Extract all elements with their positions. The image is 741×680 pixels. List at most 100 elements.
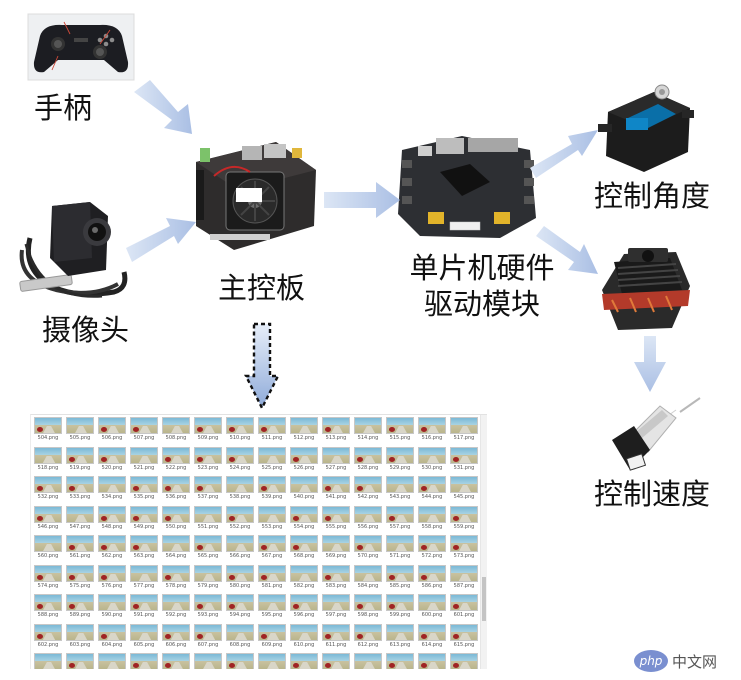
thumbnail-item[interactable]: 547.png bbox=[65, 505, 95, 533]
thumbnail-item[interactable]: 615.png bbox=[449, 623, 479, 651]
thumbnail-item[interactable]: 568.png bbox=[289, 535, 319, 562]
thumbnail-item[interactable]: 513.png bbox=[321, 417, 351, 444]
thumbnail-item[interactable]: 516.png bbox=[417, 417, 447, 444]
thumbnail-item[interactable] bbox=[289, 653, 319, 669]
thumbnail-item[interactable]: 560.png bbox=[33, 535, 63, 562]
thumbnail-item[interactable]: 540.png bbox=[289, 476, 319, 503]
thumbnail-item[interactable]: 572.png bbox=[417, 535, 447, 562]
thumbnail-item[interactable]: 543.png bbox=[385, 476, 415, 503]
thumbnail-item[interactable] bbox=[97, 653, 127, 669]
thumbnail-item[interactable]: 599.png bbox=[385, 594, 415, 621]
thumbnail-item[interactable]: 608.png bbox=[225, 623, 255, 651]
thumbnail-item[interactable]: 583.png bbox=[321, 564, 351, 592]
thumbnail-item[interactable]: 590.png bbox=[97, 594, 127, 621]
thumbnail-item[interactable]: 592.png bbox=[161, 594, 191, 621]
thumbnail-item[interactable]: 569.png bbox=[321, 535, 351, 562]
thumbnail-item[interactable]: 589.png bbox=[65, 594, 95, 621]
thumbnail-item[interactable]: 521.png bbox=[129, 446, 159, 474]
thumbnail-item[interactable]: 537.png bbox=[193, 476, 223, 503]
thumbnail-item[interactable] bbox=[257, 653, 287, 669]
thumbnail-item[interactable]: 581.png bbox=[257, 564, 287, 592]
thumbnail-item[interactable]: 573.png bbox=[449, 535, 479, 562]
thumbnail-item[interactable]: 523.png bbox=[193, 446, 223, 474]
thumbnail-item[interactable]: 580.png bbox=[225, 564, 255, 592]
thumbnail-item[interactable]: 577.png bbox=[129, 564, 159, 592]
thumbnail-item[interactable]: 611.png bbox=[321, 623, 351, 651]
thumbnail-item[interactable]: 527.png bbox=[321, 446, 351, 474]
thumbnail-item[interactable]: 508.png bbox=[161, 417, 191, 444]
thumbnail-item[interactable]: 565.png bbox=[193, 535, 223, 562]
thumbnail-item[interactable]: 550.png bbox=[161, 505, 191, 533]
thumbnail-item[interactable] bbox=[225, 653, 255, 669]
thumbnail-item[interactable]: 576.png bbox=[97, 564, 127, 592]
thumbnail-item[interactable]: 549.png bbox=[129, 505, 159, 533]
thumbnail-item[interactable] bbox=[385, 653, 415, 669]
thumbnail-item[interactable] bbox=[449, 653, 479, 669]
thumbnail-item[interactable]: 535.png bbox=[129, 476, 159, 503]
thumbnail-item[interactable]: 542.png bbox=[353, 476, 383, 503]
thumbnail-item[interactable]: 552.png bbox=[225, 505, 255, 533]
thumbnail-item[interactable]: 584.png bbox=[353, 564, 383, 592]
thumbnail-item[interactable]: 585.png bbox=[385, 564, 415, 592]
thumbnail-item[interactable]: 612.png bbox=[353, 623, 383, 651]
thumbnail-item[interactable]: 575.png bbox=[65, 564, 95, 592]
thumbnail-item[interactable]: 613.png bbox=[385, 623, 415, 651]
thumbnail-item[interactable]: 600.png bbox=[417, 594, 447, 621]
thumbnail-item[interactable]: 558.png bbox=[417, 505, 447, 533]
thumbnail-item[interactable]: 511.png bbox=[257, 417, 287, 444]
thumbnail-item[interactable]: 603.png bbox=[65, 623, 95, 651]
thumbnail-item[interactable]: 595.png bbox=[257, 594, 287, 621]
thumbnail-item[interactable]: 534.png bbox=[97, 476, 127, 503]
thumbnail-item[interactable]: 532.png bbox=[33, 476, 63, 503]
thumbnail-grid-scrollbar[interactable] bbox=[480, 415, 487, 669]
thumbnail-item[interactable]: 564.png bbox=[161, 535, 191, 562]
thumbnail-item[interactable] bbox=[321, 653, 351, 669]
thumbnail-item[interactable] bbox=[193, 653, 223, 669]
thumbnail-item[interactable]: 567.png bbox=[257, 535, 287, 562]
thumbnail-item[interactable]: 596.png bbox=[289, 594, 319, 621]
thumbnail-item[interactable]: 593.png bbox=[193, 594, 223, 621]
thumbnail-item[interactable]: 515.png bbox=[385, 417, 415, 444]
thumbnail-item[interactable]: 524.png bbox=[225, 446, 255, 474]
thumbnail-item[interactable]: 533.png bbox=[65, 476, 95, 503]
thumbnail-item[interactable] bbox=[353, 653, 383, 669]
thumbnail-item[interactable]: 505.png bbox=[65, 417, 95, 444]
thumbnail-item[interactable]: 531.png bbox=[449, 446, 479, 474]
thumbnail-item[interactable]: 588.png bbox=[33, 594, 63, 621]
thumbnail-item[interactable]: 518.png bbox=[33, 446, 63, 474]
thumbnail-item[interactable]: 529.png bbox=[385, 446, 415, 474]
thumbnail-item[interactable]: 528.png bbox=[353, 446, 383, 474]
thumbnail-grid-scroll-thumb[interactable] bbox=[482, 577, 486, 621]
thumbnail-item[interactable]: 546.png bbox=[33, 505, 63, 533]
thumbnail-item[interactable] bbox=[65, 653, 95, 669]
thumbnail-item[interactable]: 578.png bbox=[161, 564, 191, 592]
thumbnail-item[interactable]: 553.png bbox=[257, 505, 287, 533]
thumbnail-item[interactable]: 614.png bbox=[417, 623, 447, 651]
thumbnail-item[interactable]: 574.png bbox=[33, 564, 63, 592]
thumbnail-item[interactable]: 519.png bbox=[65, 446, 95, 474]
thumbnail-item[interactable]: 548.png bbox=[97, 505, 127, 533]
thumbnail-item[interactable]: 586.png bbox=[417, 564, 447, 592]
thumbnail-item[interactable]: 510.png bbox=[225, 417, 255, 444]
thumbnail-item[interactable]: 538.png bbox=[225, 476, 255, 503]
thumbnail-item[interactable]: 512.png bbox=[289, 417, 319, 444]
thumbnail-item[interactable]: 541.png bbox=[321, 476, 351, 503]
thumbnail-item[interactable]: 525.png bbox=[257, 446, 287, 474]
thumbnail-item[interactable] bbox=[417, 653, 447, 669]
thumbnail-item[interactable]: 520.png bbox=[97, 446, 127, 474]
thumbnail-item[interactable]: 582.png bbox=[289, 564, 319, 592]
thumbnail-item[interactable]: 570.png bbox=[353, 535, 383, 562]
thumbnail-item[interactable]: 561.png bbox=[65, 535, 95, 562]
thumbnail-item[interactable]: 597.png bbox=[321, 594, 351, 621]
thumbnail-item[interactable] bbox=[33, 653, 63, 669]
thumbnail-item[interactable]: 545.png bbox=[449, 476, 479, 503]
thumbnail-item[interactable]: 556.png bbox=[353, 505, 383, 533]
thumbnail-item[interactable]: 591.png bbox=[129, 594, 159, 621]
thumbnail-item[interactable] bbox=[161, 653, 191, 669]
thumbnail-item[interactable]: 606.png bbox=[161, 623, 191, 651]
thumbnail-item[interactable]: 587.png bbox=[449, 564, 479, 592]
thumbnail-item[interactable]: 604.png bbox=[97, 623, 127, 651]
thumbnail-item[interactable]: 607.png bbox=[193, 623, 223, 651]
thumbnail-item[interactable]: 602.png bbox=[33, 623, 63, 651]
thumbnail-item[interactable] bbox=[129, 653, 159, 669]
